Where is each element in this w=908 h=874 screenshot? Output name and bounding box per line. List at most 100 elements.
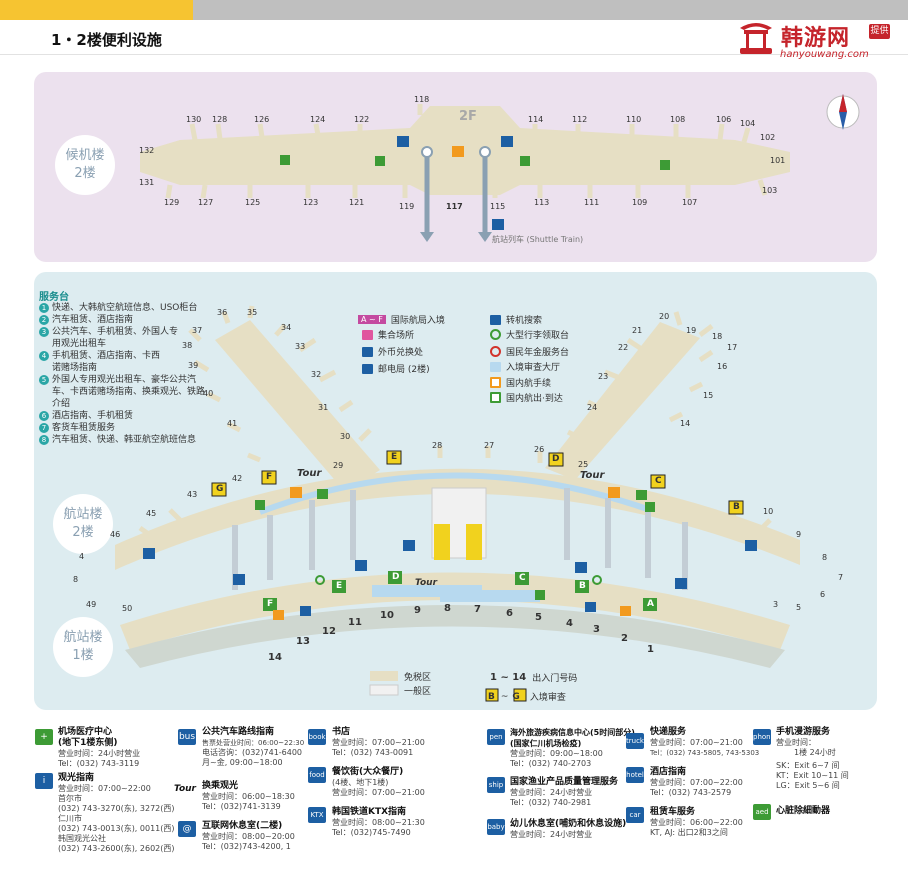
counter-letter-c: C <box>519 573 526 583</box>
logo-pavilion-icon <box>740 23 772 54</box>
legend-general-zone: 一般区 <box>404 687 432 697</box>
floor2-aed-icon-3 <box>520 156 530 166</box>
legend-currency-exchange: 外币兑换处 <box>362 345 423 358</box>
ktx-icon: KTX <box>308 807 326 823</box>
gate-21: 21 <box>632 326 643 335</box>
gate-35: 35 <box>247 308 258 317</box>
gate-130: 130 <box>186 115 202 124</box>
gate-107: 107 <box>682 198 698 207</box>
meeting-point-icon <box>362 329 373 340</box>
domestic-arrival-icon <box>490 392 501 403</box>
gate-10: 10 <box>763 507 774 516</box>
duty-free-swatch <box>370 671 398 681</box>
gate-40: 40 <box>203 389 214 398</box>
logo-text: 韩游网 <box>781 26 851 51</box>
aed-icon: aed <box>753 804 771 820</box>
exit-6: 6 <box>506 608 513 619</box>
internet-lounge-icon: @ <box>178 821 196 837</box>
pension-icon <box>490 346 501 357</box>
gate-25: 25 <box>578 460 589 469</box>
roaming-icon: phone <box>753 729 775 745</box>
gate-113: 113 <box>534 198 550 207</box>
legend-duty-free: 免税区 <box>404 673 432 683</box>
gate-24: 24 <box>587 403 598 412</box>
top-strip-gray <box>193 0 908 20</box>
gate-8-right: 8 <box>822 553 828 562</box>
gate-37: 37 <box>192 326 203 335</box>
hotel-icon: hotel <box>626 767 644 783</box>
exit-14: 14 <box>268 652 282 663</box>
gate-45: 45 <box>146 509 157 518</box>
gate-124: 124 <box>310 115 326 124</box>
terminal-1f-curb <box>125 605 785 668</box>
gate-9: 9 <box>796 530 802 539</box>
counter-letter-d: D <box>392 572 400 582</box>
gate-29: 29 <box>333 461 344 470</box>
exit-letter-c: C <box>655 476 662 486</box>
gate-41: 41 <box>227 419 238 428</box>
immigration-exit-letters <box>211 450 744 515</box>
exit-7: 7 <box>474 604 481 615</box>
tour-icon: Tour <box>173 784 196 794</box>
counter-letter-b: B <box>579 581 586 591</box>
baby-lounge-icon: baby <box>487 819 505 835</box>
legend-pension: 国民年金服务台 <box>490 345 569 358</box>
footer-baby-lounge: 幼儿休息室(哺奶和休息设施) 营业时间：24小时营业 <box>510 819 627 839</box>
hanyouwang-logo[interactable]: 韩游网 提供 hanyouwang.com <box>728 18 908 60</box>
gate-38: 38 <box>182 341 193 350</box>
exit-letter-b: B <box>733 502 740 512</box>
central-zone-a <box>434 524 450 560</box>
floor2-transfer-icon <box>397 136 409 147</box>
legend-domestic-transfer: 国内航手续 <box>490 376 551 389</box>
fishery-icon: ship <box>487 777 505 793</box>
shuttle-train-icon <box>492 219 504 230</box>
gate-17: 17 <box>727 343 738 352</box>
exit-4: 4 <box>566 618 573 629</box>
rental-car-icon: car <box>626 807 644 823</box>
gate-128: 128 <box>212 115 228 124</box>
gate-19: 19 <box>686 326 697 335</box>
exit-letter-e: E <box>391 452 398 462</box>
footer-aed: 心脏除細動器 <box>776 806 831 816</box>
legend-meeting-point: 集合场所 <box>362 328 414 341</box>
gate-46: 46 <box>110 530 121 539</box>
gate-39: 39 <box>188 361 199 370</box>
gate-106: 106 <box>716 115 732 124</box>
gate-42: 42 <box>232 474 243 483</box>
terminal-1f-arc <box>120 572 790 650</box>
post-office-icon <box>362 363 373 374</box>
restaurant-icon: food <box>308 767 326 783</box>
gate-112: 112 <box>572 115 588 124</box>
gate-26: 26 <box>534 445 545 454</box>
gate-111: 111 <box>584 198 600 207</box>
shuttle-train-track <box>420 146 492 242</box>
gate-102: 102 <box>760 133 776 142</box>
legend-baggage: 大型行李领取台 <box>490 328 569 341</box>
gate-132: 132 <box>139 146 155 155</box>
logo-badge: 提供 <box>869 24 890 39</box>
gate-28: 28 <box>432 441 443 450</box>
gate-103: 103 <box>762 186 778 195</box>
exit-letter-f: F <box>266 472 273 482</box>
floor2-gate-stubs <box>165 104 768 199</box>
gate-50: 50 <box>122 604 133 613</box>
tour-label-right: Tour <box>580 470 605 481</box>
